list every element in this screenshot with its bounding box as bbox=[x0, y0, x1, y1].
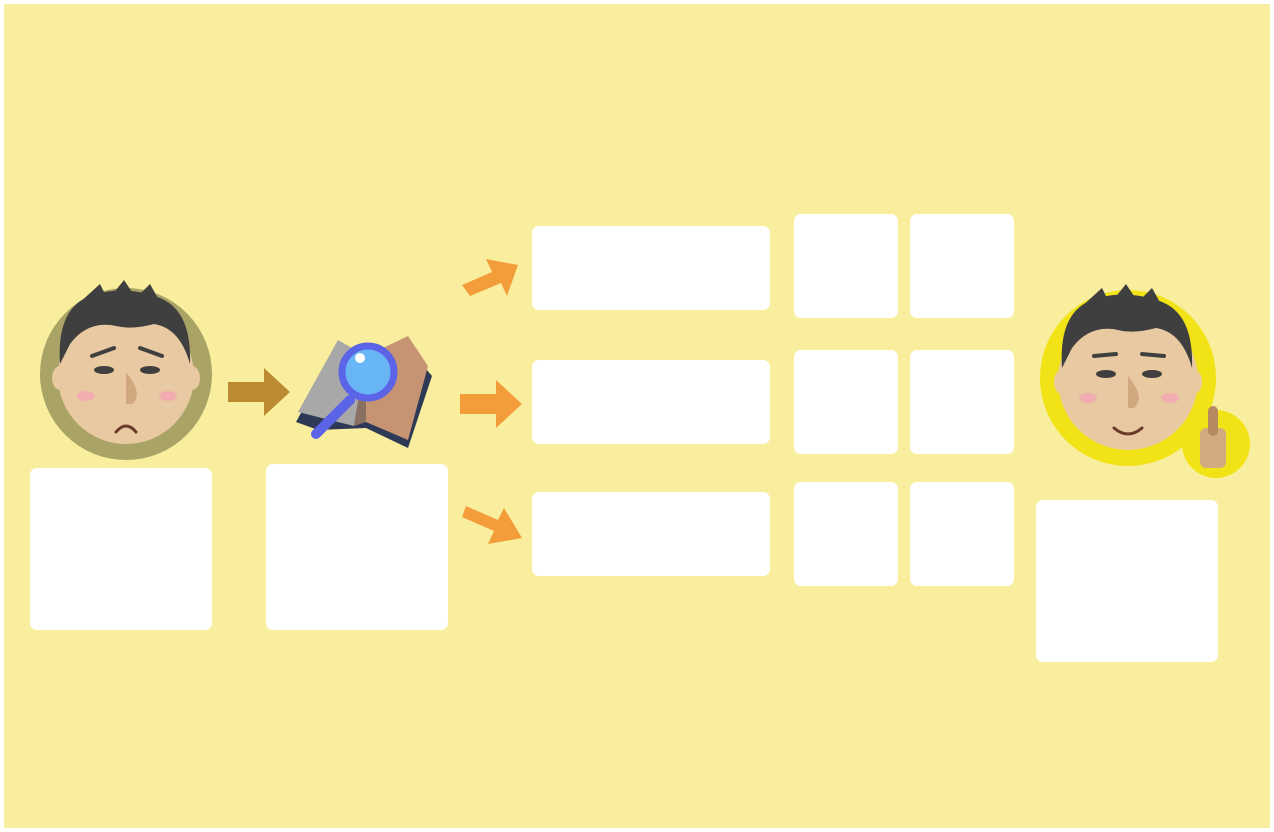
option-2-cell-b bbox=[910, 350, 1014, 454]
option-1-cell-b bbox=[910, 214, 1014, 318]
result-label-box bbox=[1036, 500, 1218, 662]
research-label-box bbox=[266, 464, 448, 630]
problem-label-box bbox=[30, 468, 212, 630]
option-2-box bbox=[532, 360, 770, 444]
option-3-cell-a bbox=[794, 482, 898, 586]
diagram-stage bbox=[4, 4, 1270, 828]
option-3-cell-b bbox=[910, 482, 1014, 586]
option-1-box bbox=[532, 226, 770, 310]
option-3-box bbox=[532, 492, 770, 576]
option-2-cell-a bbox=[794, 350, 898, 454]
option-1-cell-a bbox=[794, 214, 898, 318]
